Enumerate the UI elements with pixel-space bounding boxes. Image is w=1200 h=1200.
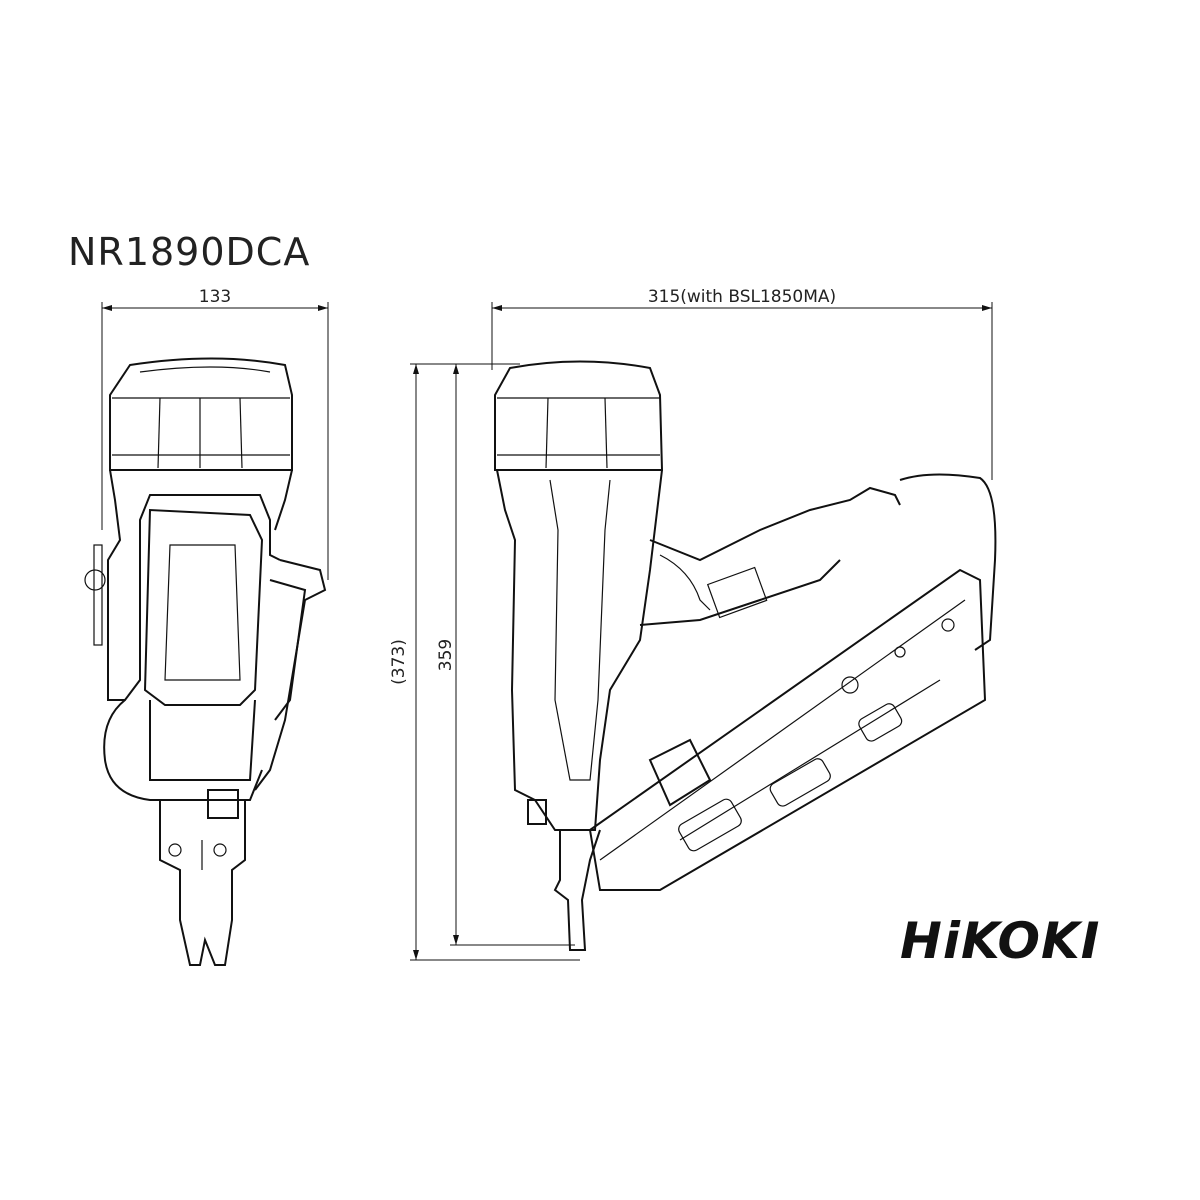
front-width-label: 133 [199,287,231,307]
side-view-nailer [494,360,997,951]
model-title: NR1890DCA [68,230,311,274]
front-width-dimension: 133 [101,287,329,580]
height-with-battery-label: (373) [389,639,409,685]
front-view-nailer [84,357,327,966]
side-length-dimension: 315(with BSL1850MA) [491,287,993,480]
height-with-battery-dimension: (373) [389,363,580,961]
brand-logo: HiKOKI [900,912,1101,970]
side-length-label: 315(with BSL1850MA) [648,287,836,307]
height-dimension: 359 [436,363,575,946]
height-label: 359 [436,639,456,671]
